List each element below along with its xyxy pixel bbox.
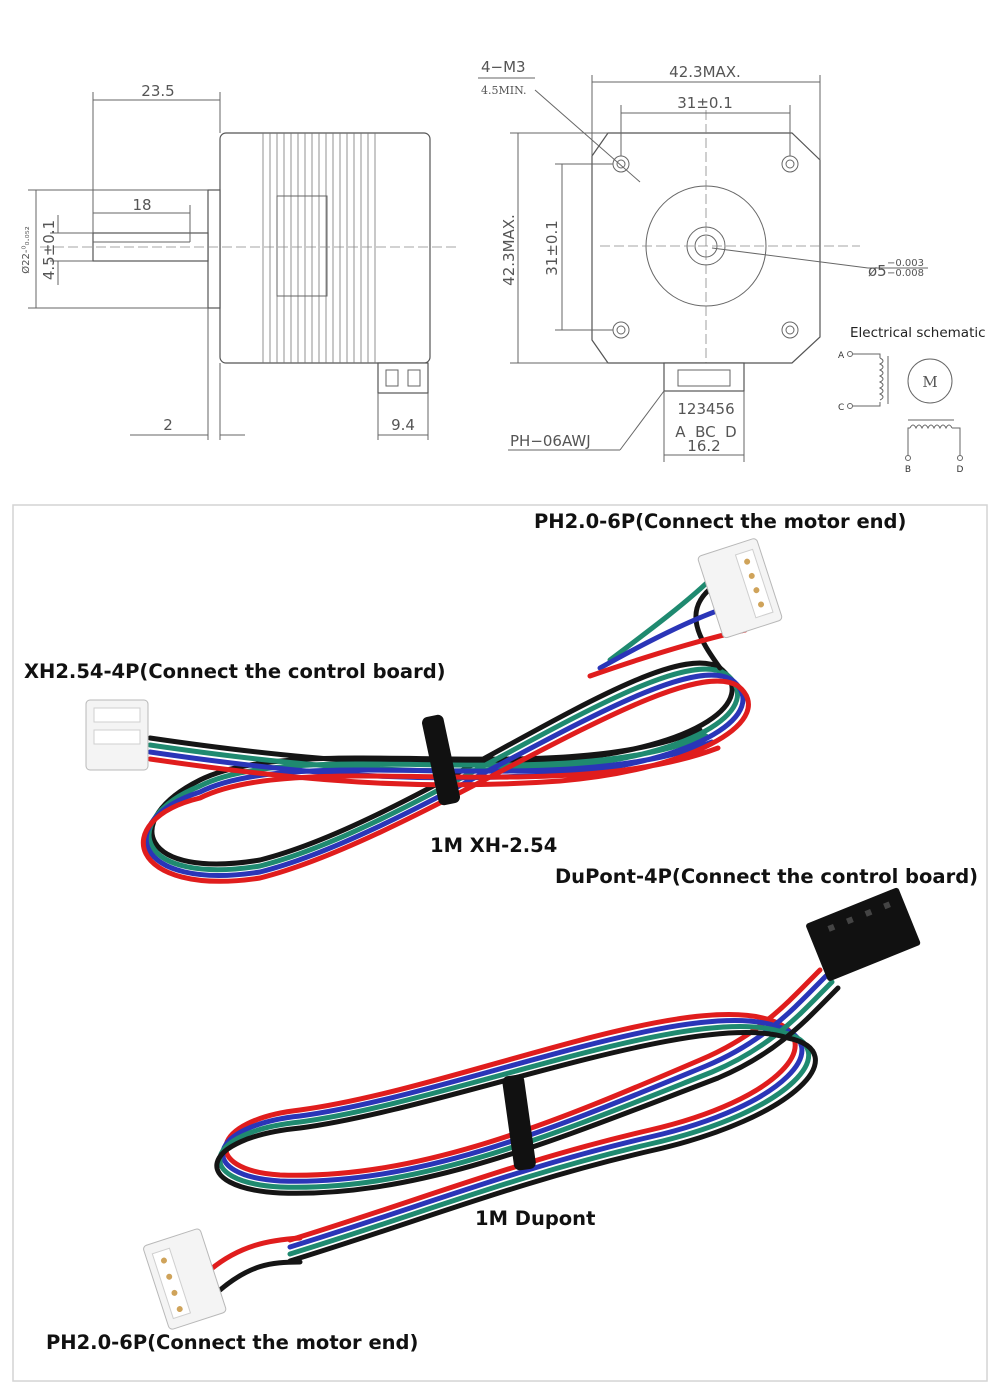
schematic-title: Electrical schematic [850,325,986,341]
label-dupont-motor-end: PH2.0-6P(Connect the motor end) [46,1331,418,1354]
label-dupont-name: 1M Dupont [475,1207,595,1230]
xh-cable [85,538,783,884]
side-flange-dim: 2 [163,416,173,434]
connector-width-dim: 16.2 [687,437,720,455]
terminal-b: B [905,465,911,475]
shaft-diameter-dim: ø5 [868,262,887,280]
pin-numbers: 123456 [677,400,734,418]
motor-front-view: 4−M3 4.5MIN. 42.3MAX. 31±0.1 42.3MAX. 31… [478,58,928,462]
connector-model: PH−06AWJ [510,432,591,450]
hole-spacing-vertical-dim: 31±0.1 [543,220,561,276]
height-max-dim: 42.3MAX. [500,214,518,286]
electrical-schematic: Electrical schematic A C M B D [838,325,986,475]
motor-symbol: M [922,373,937,391]
dupont-cable [143,887,921,1330]
ph-connector-bottom [143,1228,227,1330]
pin-letters: A BC D [675,423,736,441]
label-xh-name: 1M XH-2.54 [430,834,557,857]
label-xh-motor-end: PH2.0-6P(Connect the motor end) [534,510,906,533]
width-max-dim: 42.3MAX. [669,63,741,81]
cable-tie-xh [422,714,460,806]
screw-depth: 4.5MIN. [481,84,527,97]
terminal-c: C [838,403,844,413]
xh-connector [85,699,149,771]
side-flat-dim: 4.5±0.1 [40,220,58,280]
cable-tie-dupont [502,1074,536,1171]
terminal-d: D [957,465,964,475]
dupont-connector [806,887,921,981]
shaft-tol-upper: −0.003 [887,258,924,269]
shaft-tol-lower: −0.008 [887,268,924,279]
side-length-dim: 23.5 [141,82,174,100]
side-diameter-dim: Ø22-⁰₀.₀₅₂ [20,226,32,273]
screw-spec: 4−M3 [481,58,526,76]
side-shaft-dim: 18 [132,196,151,214]
ph-connector-top [697,538,783,639]
side-connector-dim: 9.4 [391,416,415,434]
terminal-a: A [838,351,845,361]
motor-side-view: 23.5 18 2 9.4 Ø22-⁰₀.₀₅₂ 4.5±0.1 [20,82,460,440]
label-dupont-board-end: DuPont-4P(Connect the control board) [555,865,978,888]
label-xh-board-end: XH2.54-4P(Connect the control board) [24,660,446,683]
hole-spacing-dim: 31±0.1 [677,94,733,112]
